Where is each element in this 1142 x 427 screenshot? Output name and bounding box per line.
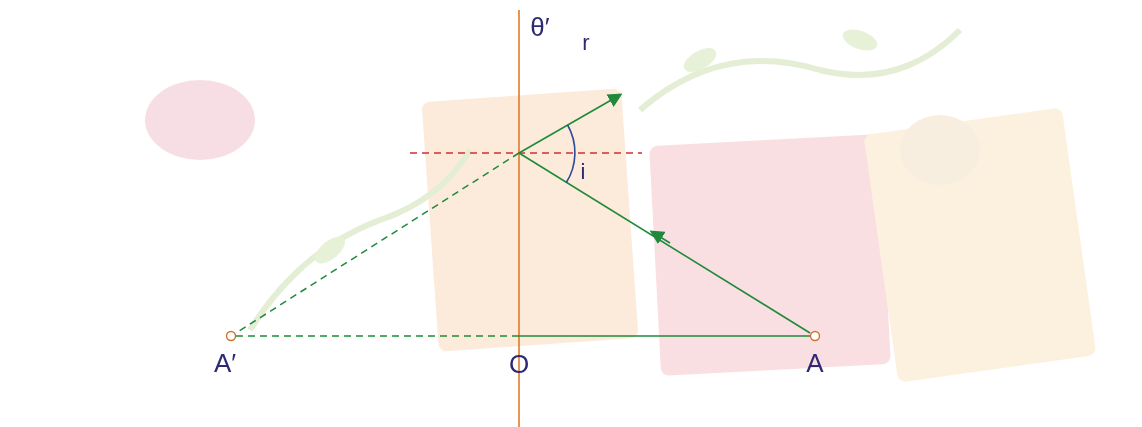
object-point	[811, 332, 820, 341]
incident-ray	[519, 153, 810, 333]
virtual-ray	[236, 153, 519, 333]
point-label: O	[509, 351, 529, 377]
ray-arrow	[652, 232, 670, 243]
axis-line	[519, 335, 810, 337]
point-label: A	[806, 350, 823, 376]
image-point	[227, 332, 236, 341]
angle-label: i	[581, 161, 586, 183]
angle-label: r	[582, 32, 589, 54]
refracted-ray	[519, 95, 620, 153]
point-label: A′	[214, 350, 236, 376]
virtual-axis	[236, 335, 519, 337]
angle-arc	[566, 125, 575, 183]
angle-label: θ′	[530, 14, 549, 40]
surface-line	[410, 152, 642, 153]
background-watermark	[145, 25, 1096, 382]
